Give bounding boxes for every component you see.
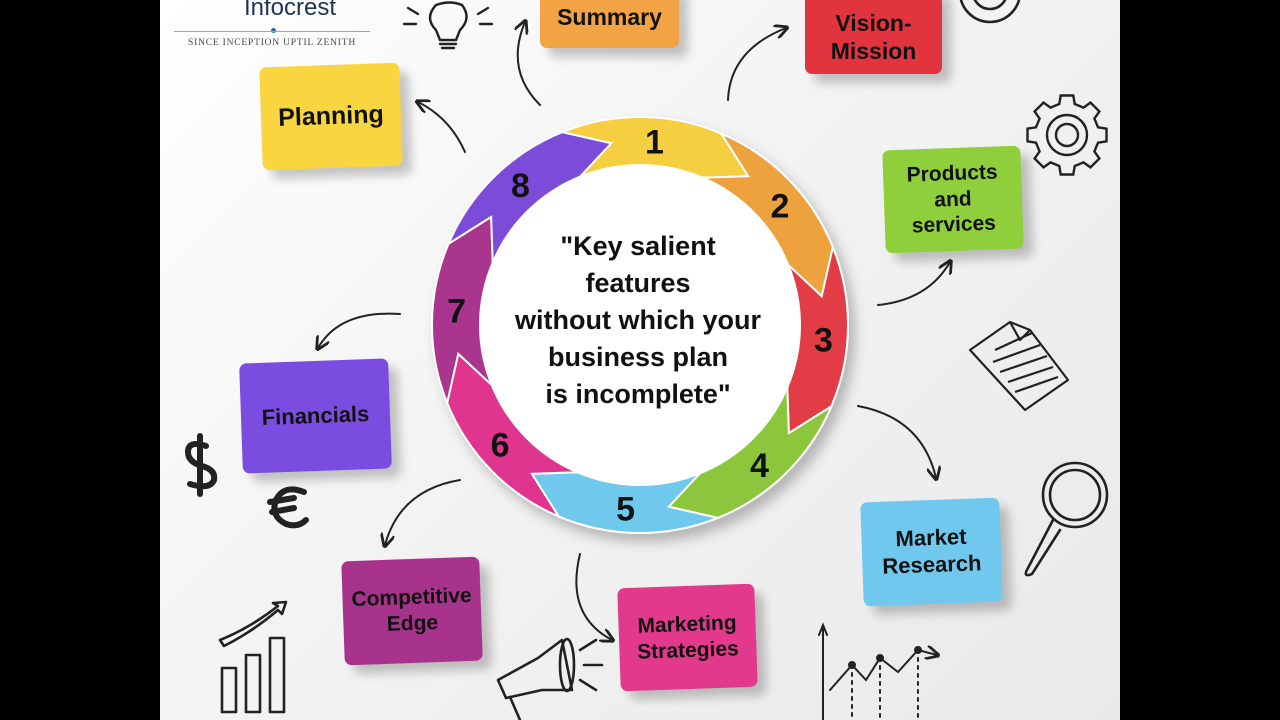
lightbulb-icon: [402, 1, 494, 50]
gear-icon: [1026, 94, 1108, 176]
ring-center: [480, 165, 800, 485]
arrow-to-competitive-edge: [385, 479, 461, 545]
card-label: Strategies: [636, 636, 740, 664]
card-vision-mission: Vision-Mission: [805, 0, 942, 74]
card-summary: Summary: [540, 0, 679, 48]
card-planning: Planning: [259, 62, 403, 171]
center-quote-line: is incomplete": [545, 379, 731, 409]
magnifier-icon: [1024, 461, 1109, 577]
center-quote-line: business plan: [547, 342, 729, 372]
euro-icon: [267, 486, 309, 529]
card-label: Planning: [277, 100, 385, 133]
card-label: Products: [906, 160, 998, 187]
arrow-to-products: [877, 262, 950, 306]
arrow-to-market-research: [857, 405, 936, 478]
arrow-to-financials: [318, 312, 401, 348]
line-chart-icon: [818, 622, 937, 720]
slide-canvas: Infocrest SINCE INCEPTION UPTIL ZENITH: [160, 0, 1120, 720]
center-quote: "Key salient features without which your…: [478, 228, 798, 413]
segment-number-6: 6: [491, 426, 510, 464]
document-icon: [968, 320, 1070, 412]
cycle-diagram: 1 2 3 4 5 6 7 8: [184, 0, 1109, 720]
center-quote-line: without which your: [515, 305, 761, 335]
connector-arrows: [318, 22, 950, 640]
arrow-to-vision-mission: [727, 28, 786, 101]
segment-number-4: 4: [750, 447, 769, 485]
segment-number-2: 2: [770, 188, 789, 226]
target-icon: [959, 0, 1021, 24]
card-label: Mission: [830, 38, 917, 64]
center-quote-line: features: [585, 268, 691, 298]
megaphone-icon: [496, 637, 604, 720]
logo-dot: [271, 28, 276, 33]
card-label: Financials: [261, 400, 370, 430]
ring: [431, 116, 849, 534]
logo-rule: [174, 31, 370, 32]
segment-number-5: 5: [616, 490, 635, 528]
card-label: Vision-: [835, 9, 912, 36]
card-label: services: [911, 211, 997, 238]
arrow-to-planning: [418, 102, 466, 153]
logo-name: Infocrest: [243, 0, 337, 21]
arrow-to-marketing: [575, 553, 612, 640]
card-label: Market: [895, 523, 967, 552]
logo-tagline: SINCE INCEPTION UPTIL ZENITH: [188, 38, 356, 48]
segment-number-3: 3: [814, 321, 833, 359]
segment-number-7: 7: [447, 293, 466, 331]
card-label: Summary: [557, 3, 662, 30]
card-label: Marketing: [637, 611, 737, 638]
card-label: Edge: [386, 611, 439, 636]
segment-number-1: 1: [645, 124, 664, 162]
bar-chart-icon: [218, 600, 288, 714]
card-label: Competitive: [351, 584, 473, 612]
card-label: and: [933, 187, 973, 212]
segment-number-8: 8: [511, 167, 530, 205]
arrow-to-summary: [518, 22, 541, 106]
center-quote-line: "Key salient: [560, 231, 716, 261]
card-label: Research: [881, 550, 982, 579]
card-financials: Financials: [239, 358, 392, 474]
dollar-icon: [184, 433, 218, 497]
